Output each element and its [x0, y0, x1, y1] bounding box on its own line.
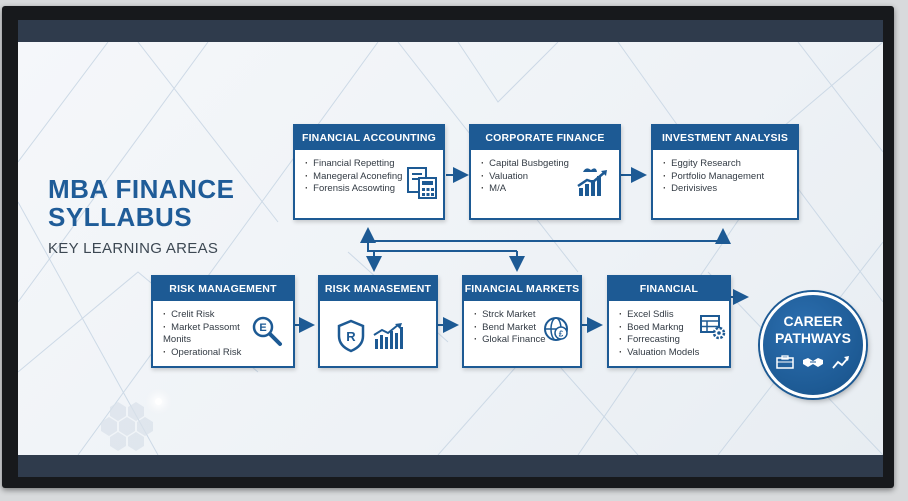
module-item: Valuation Models	[619, 347, 729, 360]
briefcase-icon	[776, 355, 794, 369]
module-title: FINANCIAL ACCOUNTING	[295, 126, 443, 150]
module-item: Capital Busbgeting	[481, 158, 619, 171]
module-item: Forensis Acsowting	[305, 183, 443, 196]
top-bar	[18, 20, 883, 42]
module-item: Crelit Risk	[163, 309, 293, 322]
module-item: Glokal Finance	[474, 334, 580, 347]
svg-text:E: E	[259, 322, 266, 334]
module-title: FINANCIAL MARKETS	[464, 277, 580, 301]
module-financial-accounting: FINANCIAL ACCOUNTING Financial Repetting…	[293, 124, 445, 220]
growth-chart-icon	[577, 168, 607, 196]
module-title: FINANCIAL MODELLING	[609, 277, 729, 319]
module-risk-manasement: RISK MANASEMENT R	[318, 275, 438, 368]
module-financial-markets: FINANCIAL MARKETS Strck Market Bend Mark…	[462, 275, 582, 368]
spreadsheet-gear-icon	[700, 315, 726, 340]
module-item: Derivisives	[663, 183, 797, 196]
module-investment-analysis: INVESTMENT ANALYSIS Eggity Research Port…	[651, 124, 799, 220]
module-item: Valuation	[481, 171, 619, 184]
module-item: Eggity Research	[663, 158, 797, 171]
module-title: RISK MANAGEMENT	[153, 277, 293, 301]
module-item: Bend Market	[474, 322, 580, 335]
module-item: Boed Markng	[619, 322, 729, 335]
module-item: Strck Market	[474, 309, 580, 322]
module-item: Excel Sdlis	[619, 309, 729, 322]
module-risk-management: RISK MANAGEMENT Crelit Risk Market Passo…	[151, 275, 295, 368]
calculator-document-icon	[407, 167, 437, 199]
bottom-bar	[18, 455, 883, 477]
module-item: Market Passomt Monits	[163, 322, 293, 347]
page-title: MBA FINANCE SYLLABUS	[48, 174, 235, 232]
screen-glare	[155, 398, 162, 405]
module-corporate-finance: CORPORATE FINANCE Capital Busbgeting Val…	[469, 124, 621, 220]
career-title: CAREER PATHWAYS	[775, 313, 851, 346]
page-subtitle: KEY LEARNING AREAS	[48, 240, 219, 257]
module-financial-modelling: FINANCIAL MODELLING Excel Sdlis Boed Mar…	[607, 275, 731, 368]
svg-text:£: £	[559, 330, 564, 339]
magnifier-icon: E	[252, 316, 282, 346]
module-item: Operational Risk	[163, 347, 293, 360]
flow-arrows	[294, 167, 749, 333]
module-item: Portfolio Management	[663, 171, 797, 184]
handshake-icon	[803, 358, 823, 367]
module-item: Manegeral Aconefing	[305, 171, 443, 184]
svg-text:R: R	[346, 329, 356, 344]
module-item: M/A	[481, 183, 619, 196]
module-item: Financial Repetting	[305, 158, 443, 171]
module-item: Forrecasting	[619, 334, 729, 347]
title-block: MBA FINANCE SYLLABUS KEY LEARNING AREAS	[48, 175, 235, 257]
bar-chart-icon	[373, 323, 403, 349]
globe-icon: £	[544, 317, 568, 341]
shield-icon: R	[337, 319, 365, 353]
module-title: INVESTMENT ANALYSIS	[653, 126, 797, 150]
module-title: CORPORATE FINANCE	[471, 126, 619, 150]
slide: MBA FINANCE SYLLABUS KEY LEARNING AREAS …	[18, 42, 883, 455]
trend-arrow-icon	[832, 356, 849, 369]
career-pathways-badge: CAREER PATHWAYS	[760, 292, 866, 398]
module-title: RISK MANASEMENT	[320, 277, 436, 301]
